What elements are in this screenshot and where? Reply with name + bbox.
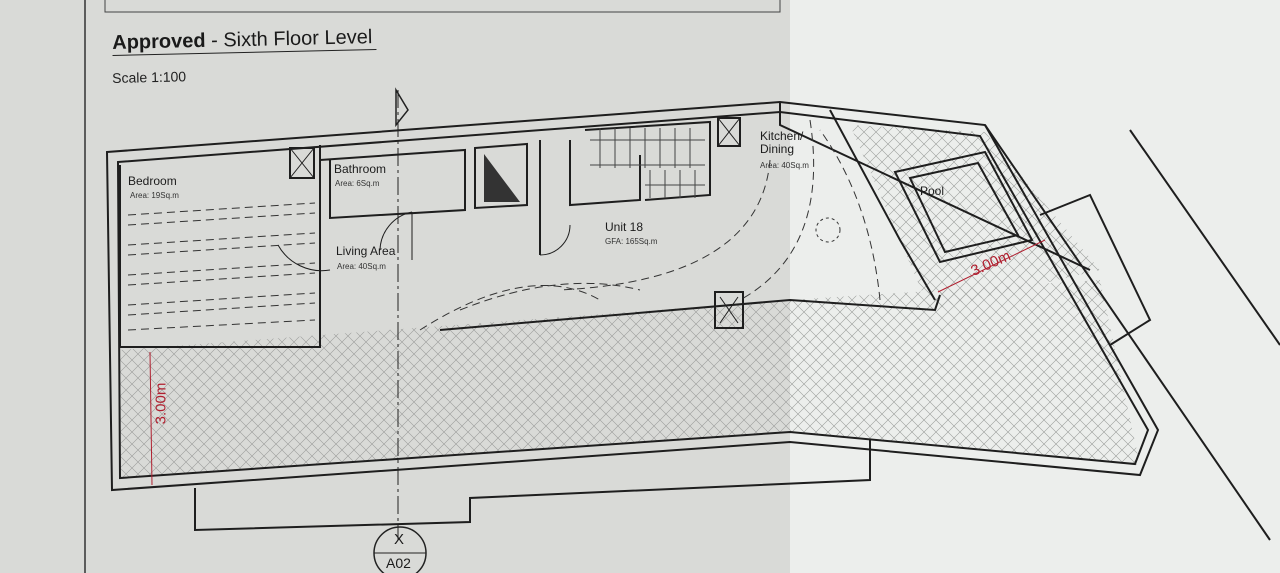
walls — [105, 100, 1280, 541]
room-area-kitchen: Area: 40Sq.m — [760, 161, 809, 170]
title-status: Approved — [112, 29, 206, 54]
room-label-unit: Unit 18 — [605, 220, 644, 234]
section-marker-letter: X — [394, 531, 405, 548]
section-arrow-icon — [395, 87, 409, 128]
room-area-living: Area: 40Sq.m — [337, 262, 386, 271]
room-label-bathroom: Bathroom — [334, 162, 387, 176]
dimension-line — [149, 351, 153, 486]
bedroom-joists — [127, 119, 881, 331]
room-label-bedroom: Bedroom — [128, 174, 177, 188]
room-area-bathroom: Area: 6Sq.m — [335, 179, 380, 188]
dimension-terrace: 3.00m — [152, 382, 170, 425]
terrace-hatch — [120, 280, 1140, 478]
room-label-pool: Pool — [920, 184, 945, 198]
drawing-scale: Scale 1:100 — [112, 68, 187, 86]
room-label-living: Living Area — [336, 244, 396, 258]
staircase — [590, 128, 705, 198]
dimension-line — [937, 239, 1046, 293]
stair-shaft — [484, 154, 520, 202]
pool-deck-hatch — [850, 125, 1100, 310]
room-area-bedroom: Area: 19Sq.m — [130, 191, 179, 200]
room-area-unit: GFA: 165Sq.m — [605, 237, 658, 246]
title-level: - Sixth Floor Level — [205, 26, 373, 52]
section-marker-sheet: A02 — [386, 555, 411, 571]
room-label-kitchen: Kitchen/ Dining — [760, 129, 804, 156]
